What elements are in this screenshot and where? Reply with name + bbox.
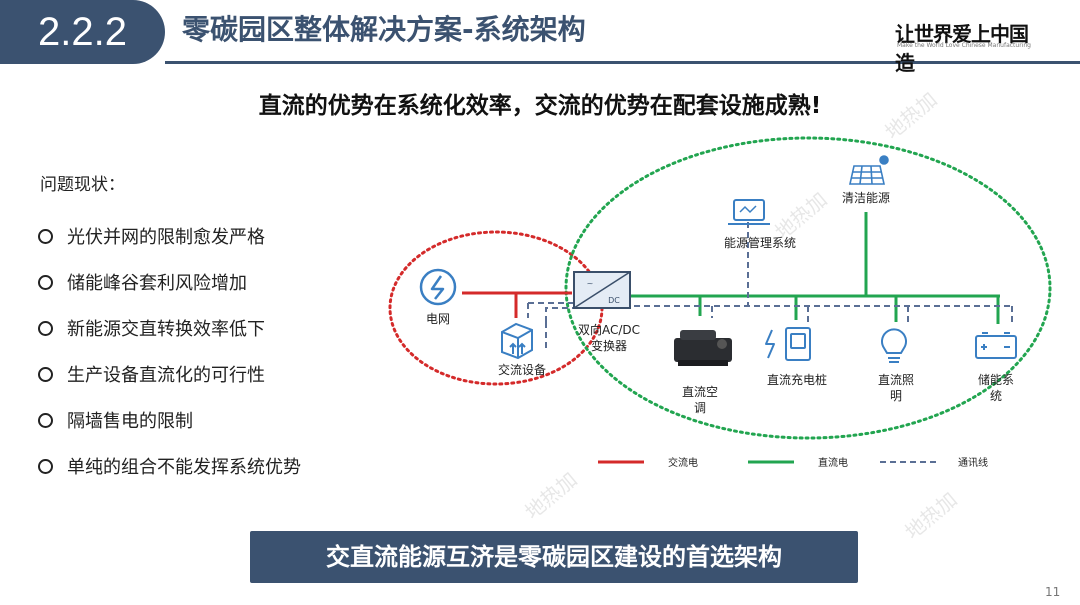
problem-item: 单纯的组合不能发挥系统优势 bbox=[38, 443, 301, 489]
legend-comm-label: 通讯线 bbox=[958, 456, 988, 469]
slide-title: 零碳园区整体解决方案-系统架构 bbox=[182, 13, 586, 46]
comm-lines bbox=[527, 222, 1013, 350]
energy-mgmt-label: 能源管理系统 bbox=[724, 235, 796, 250]
dc-zone-boundary bbox=[564, 136, 1052, 440]
problem-list-heading: 问题现状： bbox=[40, 175, 125, 195]
dc-chiller-icon bbox=[674, 330, 732, 366]
dc-power-lines bbox=[630, 212, 1000, 324]
logo-text: 让世界爱上中国造 bbox=[895, 22, 1029, 75]
dc-ac-label-line2: 调 bbox=[694, 401, 706, 415]
problem-item-text: 单纯的组合不能发挥系统优势 bbox=[67, 457, 301, 478]
dc-light-label-line1: 直流照 bbox=[878, 373, 914, 387]
problem-item: 生产设备直流化的可行性 bbox=[38, 351, 301, 397]
ac-device-icon bbox=[501, 322, 533, 360]
dc-charger-label: 直流充电桩 bbox=[767, 372, 827, 387]
problem-item: 储能峰谷套利风险增加 bbox=[38, 259, 301, 305]
legend-ac-label: 交流电 bbox=[668, 456, 698, 469]
problem-item-text: 储能峰谷套利风险增加 bbox=[67, 273, 247, 294]
ac-zone-boundary bbox=[388, 230, 604, 386]
page-number: 11 bbox=[1045, 585, 1061, 599]
battery-icon bbox=[975, 332, 1017, 359]
converter-label-line2: 变换器 bbox=[591, 338, 627, 353]
legend-dc-label: 直流电 bbox=[818, 456, 848, 469]
bullet-circle-icon bbox=[38, 228, 53, 244]
power-grid-icon bbox=[419, 268, 457, 306]
problem-item: 新能源交直转换效率低下 bbox=[38, 305, 301, 351]
charging-pile-icon bbox=[765, 327, 811, 361]
storage-label-line1: 储能系 bbox=[978, 372, 1014, 387]
converter-icon: ~ DC bbox=[573, 271, 631, 309]
svg-text:~: ~ bbox=[587, 279, 594, 288]
dc-ac-label-line1: 直流空 bbox=[682, 385, 718, 399]
header-rule bbox=[165, 61, 1080, 64]
problem-list: 问题现状： 光伏并网的限制愈发严格 储能峰谷套利风险增加 新能源交直转换效率低下… bbox=[38, 170, 301, 489]
brand-logo: 让世界爱上中国造 Make the World Love Chinese Man… bbox=[895, 12, 1045, 75]
problem-item: 隔墙售电的限制 bbox=[38, 397, 301, 443]
light-bulb-icon bbox=[881, 328, 907, 363]
converter-inner-label: DC bbox=[608, 296, 620, 305]
bullet-circle-icon bbox=[38, 274, 53, 290]
storage-label-line2: 统 bbox=[990, 389, 1002, 403]
problem-item-text: 隔墙售电的限制 bbox=[67, 411, 193, 432]
slide-subtitle: 直流的优势在系统化效率，交流的优势在配套设施成熟! bbox=[258, 93, 822, 119]
bullet-circle-icon bbox=[38, 366, 53, 382]
problem-item-text: 光伏并网的限制愈发严格 bbox=[67, 227, 265, 248]
dc-light-label-line2: 明 bbox=[890, 389, 902, 403]
section-number-badge: 2.2.2 bbox=[0, 0, 165, 64]
solar-panel-icon bbox=[849, 155, 889, 185]
conclusion-banner: 交直流能源互济是零碳园区建设的首选架构 bbox=[250, 531, 858, 583]
grid-label: 电网 bbox=[426, 312, 450, 326]
clean-energy-label: 清洁能源 bbox=[842, 191, 890, 205]
diagram-legend: 交流电 直流电 通讯线 bbox=[598, 456, 988, 469]
converter-label-line1: 双向AC/DC bbox=[578, 322, 640, 337]
ac-power-lines bbox=[462, 291, 572, 318]
logo-subtext: Make the World Love Chinese Manufacturin… bbox=[897, 42, 1031, 49]
problem-item: 光伏并网的限制愈发严格 bbox=[38, 213, 301, 259]
laptop-icon bbox=[728, 199, 770, 225]
ac-device-label: 交流设备 bbox=[498, 362, 546, 377]
problem-item-text: 生产设备直流化的可行性 bbox=[67, 365, 265, 386]
bullet-circle-icon bbox=[38, 412, 53, 428]
bullet-circle-icon bbox=[38, 458, 53, 474]
bullet-circle-icon bbox=[38, 320, 53, 336]
problem-item-text: 新能源交直转换效率低下 bbox=[67, 319, 265, 340]
slide-header: 2.2.2 零碳园区整体解决方案-系统架构 让世界爱上中国造 Make the … bbox=[0, 0, 1080, 75]
